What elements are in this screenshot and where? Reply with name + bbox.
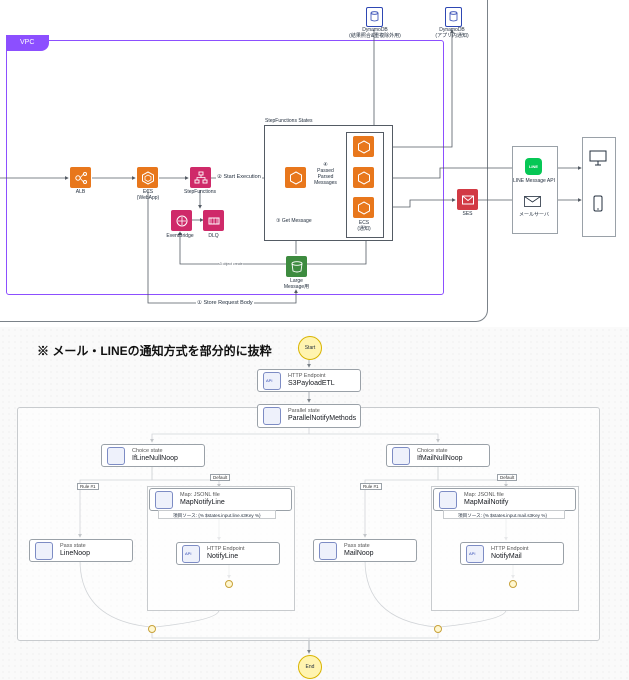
alb-label: ALB	[75, 189, 86, 195]
state-type: Choice state	[417, 448, 448, 454]
s3-object-create-label: s3 object create	[218, 262, 243, 266]
map-end-dot-line	[225, 580, 233, 588]
state-name: ParallelNotifyMethods	[288, 415, 357, 422]
state-pass-mail[interactable]: Pass state MailNoop	[313, 539, 417, 562]
state-name: IfMailNullNoop	[417, 455, 463, 462]
eventbridge-label: EventBridge	[166, 233, 194, 239]
item-source-line: 項目ソース: {% $states.input.line.s3Key %}	[158, 510, 276, 519]
default-tag-line: Default	[210, 474, 231, 481]
pass-icon	[35, 542, 53, 560]
eventbridge-icon[interactable]	[171, 210, 192, 231]
ecs-webapp-label: ECS (WebApp)	[136, 189, 160, 201]
ecs-notify-icon-2[interactable]	[353, 167, 374, 188]
state-type: Parallel state	[288, 408, 320, 414]
state-name: IfLineNullNoop	[132, 455, 178, 462]
ses-label: SES	[462, 211, 473, 217]
default-tag-mail: Default	[497, 474, 518, 481]
get-message-label: ③ Get Message	[276, 218, 312, 224]
state-type: Map: JSONL file	[180, 492, 220, 498]
s3-bucket-icon[interactable]	[286, 256, 307, 277]
state-type: Map: JSONL file	[464, 492, 504, 498]
map-end-dot-mail	[509, 580, 517, 588]
line-icon[interactable]: LINE	[525, 158, 542, 175]
item-source-mail: 項目ソース: {% $states.input.mail.s3Key %}	[443, 510, 565, 519]
state-type: Pass state	[60, 543, 86, 549]
state-type: Choice state	[132, 448, 163, 454]
merge-dot-mail	[434, 625, 442, 633]
state-type: HTTP Endpoint	[491, 546, 529, 552]
large-message-label: Large Message用	[283, 278, 310, 290]
stepfunctions-label: StepFunctions	[184, 189, 216, 195]
dynamodb-label-2: DynamoDB (アプリ内通知)	[435, 27, 469, 39]
sf-state-icon[interactable]	[285, 167, 306, 188]
dlq-label: DLQ	[208, 233, 219, 239]
parallel-icon	[263, 407, 281, 425]
sf-states-title: StepFunctions States	[265, 118, 313, 124]
architecture-diagram: VPC	[0, 0, 629, 326]
dynamodb-icon-1[interactable]	[366, 7, 383, 27]
start-node[interactable]: Start	[298, 336, 322, 360]
state-map-mail[interactable]: Map: JSONL file MapMailNotify	[433, 488, 576, 511]
desktop-icon	[589, 150, 607, 171]
state-name: LineNoop	[60, 550, 90, 557]
state-map-line[interactable]: Map: JSONL file MapNotifyLine	[149, 488, 292, 511]
http-endpoint-icon: API	[182, 545, 200, 563]
state-type: HTTP Endpoint	[288, 373, 326, 379]
state-notify-line[interactable]: API HTTP Endpoint NotifyLine	[176, 542, 280, 565]
stepfunctions-icon[interactable]	[190, 167, 211, 188]
state-choice-mail[interactable]: Choice state IfMailNullNoop	[386, 444, 490, 467]
state-choice-line[interactable]: Choice state IfLineNullNoop	[101, 444, 205, 467]
vpc-boundary	[6, 40, 444, 295]
http-endpoint-icon: API	[466, 545, 484, 563]
end-node[interactable]: End	[298, 655, 322, 679]
passed-messages-label: ④ Passed Parsed Messages	[308, 162, 343, 186]
vpc-label-text: VPC	[20, 39, 35, 46]
line-icon-text: LINE	[528, 164, 539, 169]
end-label: End	[305, 664, 315, 670]
vpc-label	[6, 35, 49, 51]
state-name: S3PayloadETL	[288, 380, 335, 387]
mail-server-label: メールサーバ	[519, 212, 549, 218]
state-name: MapNotifyLine	[180, 499, 225, 506]
dynamodb-label-1: DynamoDB (結果照合&重複除外用)	[349, 27, 401, 39]
state-name: MailNoop	[344, 550, 374, 557]
section-heading: ※ メール・LINEの通知方式を部分的に抜粋	[37, 344, 272, 358]
state-pass-line[interactable]: Pass state LineNoop	[29, 539, 133, 562]
state-s3payloadetl[interactable]: API HTTP Endpoint S3PayloadETL	[257, 369, 361, 392]
ecs-notify-icon-1[interactable]	[353, 136, 374, 157]
ses-icon[interactable]	[457, 189, 478, 210]
mobile-icon	[593, 195, 603, 217]
mail-icon[interactable]	[524, 194, 541, 207]
state-name: NotifyMail	[491, 553, 522, 560]
merge-dot-line	[148, 625, 156, 633]
choice-icon	[392, 447, 410, 465]
line-api-label: LINE Message API	[513, 178, 555, 184]
alb-icon[interactable]	[70, 167, 91, 188]
map-icon	[155, 491, 173, 509]
rule-tag-line: Rule #1	[77, 483, 99, 490]
http-endpoint-icon: API	[263, 372, 281, 390]
choice-icon	[107, 447, 125, 465]
state-name: NotifyLine	[207, 553, 239, 560]
store-request-label: ① Store Request Body	[196, 300, 254, 307]
ecs-notify-icon-3[interactable]	[353, 197, 374, 218]
state-name: MapMailNotify	[464, 499, 509, 506]
state-type: Pass state	[344, 543, 370, 549]
rule-tag-mail: Rule #1	[360, 483, 382, 490]
dlq-icon[interactable]	[203, 210, 224, 231]
state-notify-mail[interactable]: API HTTP Endpoint NotifyMail	[460, 542, 564, 565]
outer-region	[0, 0, 488, 322]
ecs-notify-label: ECS (通知)	[357, 220, 371, 232]
ecs-webapp-icon[interactable]	[137, 167, 158, 188]
map-icon	[439, 491, 457, 509]
dynamodb-icon-2[interactable]	[445, 7, 462, 27]
state-parallel[interactable]: Parallel state ParallelNotifyMethods	[257, 404, 361, 428]
pass-icon	[319, 542, 337, 560]
devices-box	[582, 137, 616, 237]
state-type: HTTP Endpoint	[207, 546, 245, 552]
start-execution-label: ② Start Execution	[216, 174, 262, 181]
start-label: Start	[304, 345, 316, 351]
